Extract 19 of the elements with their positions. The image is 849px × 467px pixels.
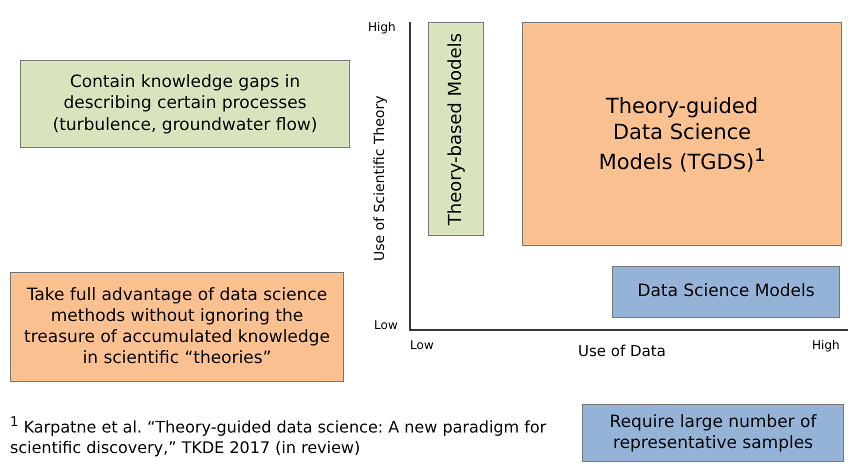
model-box [522, 22, 842, 246]
box-text: Take full advantage of data science methods without ignoring the treasure of accumulated knowledge in scientific “theories” [23, 284, 331, 370]
axis-title: Use of Scientific Theory [372, 94, 388, 263]
box-text: Theory-guided Data Science Models (TGDS)$^{1}$ [598, 93, 766, 175]
note-box [20, 60, 350, 148]
axis-tick-label: High [812, 338, 840, 352]
axis-tick-label: High [368, 20, 396, 34]
note-box [10, 272, 344, 382]
model-box [612, 266, 840, 318]
box-text: Data Science Models [636, 281, 816, 303]
footnote: $^{1}$ Karpatne et al. “Theory-guided data science: A new paradigm for scientific discovery,” TKDE 2017 (in review) [10, 414, 548, 459]
note-box [582, 404, 844, 462]
axis-tick-label: Low [410, 338, 434, 352]
axis-tick-label: Low [374, 318, 398, 332]
axis-title: Use of Data [578, 342, 666, 360]
box-text: Theory-based Models [444, 32, 467, 226]
box-text: Require large number of representative samples [608, 412, 818, 454]
model-box [428, 22, 484, 236]
box-text: Contain knowledge gaps in describing certain processes (turbulence, groundwater flow) [52, 72, 318, 136]
